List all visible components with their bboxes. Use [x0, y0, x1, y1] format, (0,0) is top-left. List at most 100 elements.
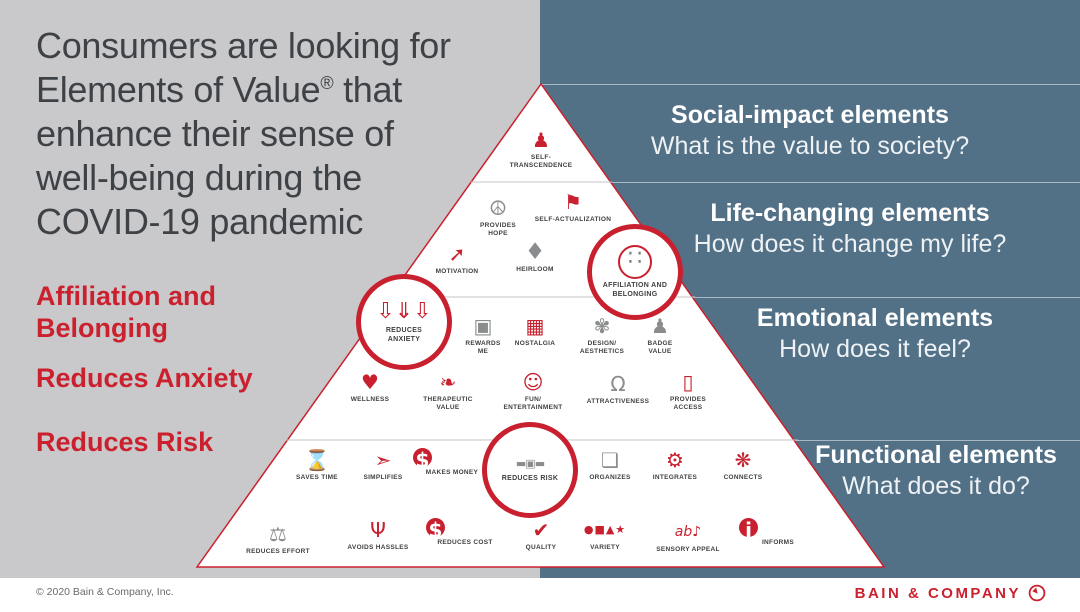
ear-icon: ab♪ — [674, 524, 702, 540]
element-reduces-effort: ⚖ REDUCES EFFORT — [239, 522, 317, 556]
element-affiliation-and-belonging: ∷ AFFILIATION AND BELONGING — [587, 224, 683, 320]
element-fun-entertainment: ☺ FUN/ ENTERTAINMENT — [494, 370, 572, 412]
network-icon: ❋ — [734, 448, 752, 472]
element-label: AVOIDS HASSLES — [347, 544, 409, 551]
section-question: What is the value to society? — [650, 132, 970, 160]
section-emotional: Emotional elements How does it feel? — [700, 303, 1050, 365]
element-label: REDUCES EFFORT — [246, 548, 310, 555]
runner-chart-icon: ➚ — [448, 242, 466, 266]
element-label: SELF-TRANSCENDENCE — [509, 154, 573, 170]
section-question: How does it change my life? — [693, 230, 1007, 258]
diamond-icon: ♦ — [524, 239, 546, 265]
title-line: well-being during the — [36, 157, 362, 198]
dove-icon: ☮ — [489, 196, 507, 220]
seatbelt-icon: ▬▣▬ — [515, 457, 545, 471]
element-label: HEIRLOOM — [516, 266, 554, 273]
element-attractiveness: Ω ATTRACTIVENESS — [579, 372, 657, 406]
element-label: THERAPEUTIC VALUE — [423, 396, 473, 412]
shapes-icon: ●■▲★ — [583, 523, 627, 536]
checkmark-icon: ✔ — [532, 518, 550, 542]
element-label: SELF-ACTUALIZATION — [534, 216, 612, 223]
footer: © 2020 Bain & Company, Inc. BAIN & COMPA… — [0, 578, 1080, 612]
element-label: AFFILIATION AND BELONGING — [602, 281, 668, 298]
gift-box-icon: ▣ — [473, 314, 493, 338]
element-label: REDUCES RISK — [501, 475, 559, 483]
element-self-transcendence: ♟ SELF-TRANSCENDENCE — [502, 128, 580, 170]
lever-icon: ⚖ — [269, 522, 287, 546]
title-line: COVID-19 pandemic — [36, 201, 364, 242]
brand-logo: BAIN & COMPANY — [855, 584, 1046, 602]
section-divider — [540, 182, 1080, 183]
element-label: ATTRACTIVENESS — [586, 398, 650, 405]
open-door-icon: ▯ — [682, 370, 694, 394]
element-informs: i INFORMS — [739, 518, 817, 547]
element-simplifies: ➣ SIMPLIFIES — [344, 448, 422, 482]
element-self-actualization: ⚑ SELF-ACTUALIZATION — [534, 190, 612, 224]
element-label: VARIETY — [590, 544, 620, 551]
element-nostalgia: ▦ NOSTALGIA — [496, 314, 574, 348]
element-label: DESIGN/ AESTHETICS — [579, 340, 625, 356]
title-line: Consumers are looking for — [36, 25, 451, 66]
fork-arrows-icon: Ψ — [370, 518, 386, 542]
puzzle-icon: ⚙ — [666, 448, 684, 472]
branch-arrow-icon: ➣ — [374, 448, 392, 472]
element-label: BADGE VALUE — [647, 340, 673, 356]
element-therapeutic-value: ❧ THERAPEUTIC VALUE — [409, 370, 487, 412]
brand-name: BAIN & COMPANY — [854, 584, 1021, 602]
person-badge-icon: ♟ — [651, 314, 669, 338]
down-arrows-icon: ⇩⇓⇩ — [376, 298, 432, 324]
section-social-impact: Social-impact elements What is the value… — [580, 100, 1040, 162]
section-life-changing: Life-changing elements How does it chang… — [640, 198, 1060, 260]
smiley-chat-icon: ☺ — [522, 370, 544, 394]
element-design-aesthetics: ✾ DESIGN/ AESTHETICS — [563, 314, 641, 356]
element-heirloom: ♦ HEIRLOOM — [496, 240, 574, 274]
folder-icon: ❏ — [601, 448, 619, 472]
element-reduces-cost: $ REDUCES COST — [426, 518, 504, 547]
element-integrates: ⚙ INTEGRATES — [636, 448, 714, 482]
section-question: What does it do? — [842, 472, 1030, 500]
element-reduces-risk: ▬▣▬ REDUCES RISK — [482, 422, 578, 518]
element-label: ORGANIZES — [589, 474, 631, 481]
climbing-helpers-icon: ♟ — [532, 128, 550, 152]
element-rewards-me: ▣ REWARDS ME — [444, 314, 522, 356]
highlight-affiliation-and-belonging: Affiliation and Belonging — [36, 281, 216, 343]
copyright-text: © 2020 Bain & Company, Inc. — [36, 586, 174, 598]
heart-pulse-icon: ♥ — [361, 370, 379, 394]
section-heading: Emotional elements — [756, 304, 994, 332]
element-makes-money: $ MAKES MONEY — [413, 448, 491, 477]
element-label: SENSORY APPEAL — [656, 546, 720, 553]
element-label: NOSTALGIA — [514, 340, 556, 347]
element-sensory-appeal: ab♪ SENSORY APPEAL — [649, 520, 727, 554]
element-motivation: ➚ MOTIVATION — [418, 242, 496, 276]
element-provides-access: ▯ PROVIDES ACCESS — [649, 370, 727, 412]
section-divider — [540, 297, 1080, 298]
title-line: Elements of Value® that — [36, 69, 402, 110]
element-connects: ❋ CONNECTS — [704, 448, 782, 482]
info-bubble-icon: i — [739, 518, 758, 542]
section-divider — [540, 84, 1080, 85]
element-saves-time: ⌛ SAVES TIME — [278, 448, 356, 482]
section-functional: Functional elements What does it do? — [798, 440, 1074, 502]
typewriter-icon: ▦ — [525, 314, 545, 338]
element-label: PROVIDES HOPE — [480, 222, 516, 238]
element-badge-value: ♟ BADGE VALUE — [621, 314, 699, 356]
paint-palette-icon: ✾ — [593, 314, 611, 338]
element-label: INFORMS — [761, 539, 795, 546]
magnet-icon: Ω — [610, 372, 626, 396]
people-circle-icon: ∷ — [618, 244, 652, 279]
element-label: INTEGRATES — [652, 474, 698, 481]
element-label: CONNECTS — [723, 474, 763, 481]
element-label: PROVIDES ACCESS — [670, 396, 706, 412]
element-quality: ✔ QUALITY — [502, 518, 580, 552]
highlight-reduces-risk: Reduces Risk — [36, 427, 214, 457]
element-variety: ●■▲★ VARIETY — [566, 518, 644, 552]
element-label: QUALITY — [525, 544, 557, 551]
element-wellness: ♥ WELLNESS — [331, 370, 409, 404]
element-label: MAKES MONEY — [425, 469, 479, 476]
element-label: MOTIVATION — [435, 268, 479, 275]
element-label: SIMPLIFIES — [363, 474, 403, 481]
registered-mark: ® — [320, 73, 334, 93]
section-question: How does it feel? — [779, 335, 971, 363]
element-label: WELLNESS — [350, 396, 390, 403]
